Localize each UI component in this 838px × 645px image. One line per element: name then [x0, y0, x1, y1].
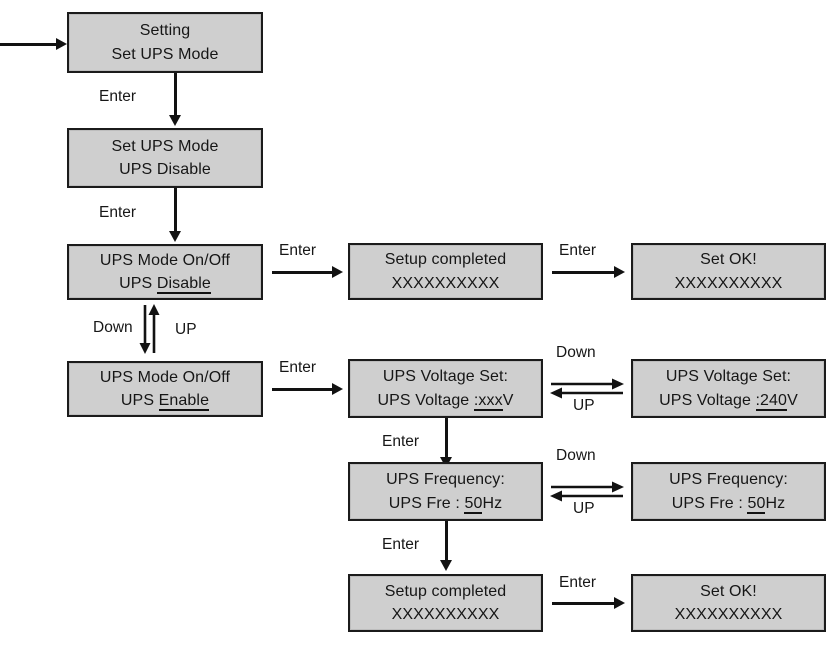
node-set-ok-1[interactable]: Set OK! XXXXXXXXXX — [631, 243, 826, 300]
node-set-ok-2-line1: Set OK! — [700, 582, 757, 600]
entry-arrow-line — [0, 43, 62, 46]
node-setting-line1: Setting — [139, 22, 191, 40]
node-ups-voltage-set-240-line1: UPS Voltage Set: — [665, 368, 792, 386]
underlined-value: Disable — [156, 275, 211, 294]
edge-label-up-frequency: UP — [573, 500, 595, 517]
enter-5-arrowhead — [614, 266, 625, 278]
node-set-ok-1-line2: XXXXXXXXXX — [674, 274, 783, 292]
node-ups-frequency-right-line1: UPS Frequency: — [669, 471, 788, 489]
node-setup-completed-2-line1: Setup completed — [384, 582, 507, 600]
enter-4-arrowhead — [332, 383, 343, 395]
node-ups-mode-onoff-disable-line2: UPS Disable — [119, 272, 211, 295]
underlined-value: 50 — [464, 494, 483, 514]
edge-label-enter-6: Enter — [382, 433, 420, 450]
enter-2-arrowhead — [169, 231, 181, 242]
enter-8-line — [552, 602, 620, 605]
prefix: UPS Voltage — [377, 391, 474, 409]
prefix: UPS Fre : — [388, 494, 465, 512]
node-set-ok-2-line2: XXXXXXXXXX — [674, 606, 783, 623]
prefix: UPS Voltage — [659, 391, 756, 409]
node-set-ups-mode-line1: Set UPS Mode — [111, 137, 219, 155]
entry-arrow-head — [56, 38, 67, 50]
edge-label-enter-4: Enter — [279, 359, 317, 376]
underlined-value: :240 — [755, 391, 788, 411]
edge-label-enter-3: Enter — [279, 242, 317, 259]
enter-8-arrowhead — [614, 597, 625, 609]
node-set-ok-1-line1: Set OK! — [700, 251, 757, 269]
underlined-value: 50 — [747, 494, 766, 514]
node-ups-frequency-left-line2: UPS Fre : 50Hz — [389, 492, 502, 515]
node-ups-mode-onoff-disable[interactable]: UPS Mode On/Off UPS Disable — [67, 244, 263, 300]
node-ups-frequency-left[interactable]: UPS Frequency: UPS Fre : 50Hz — [348, 462, 543, 521]
enter-7-arrowhead — [440, 560, 452, 571]
edge-label-up-voltage: UP — [573, 397, 595, 414]
node-ups-frequency-left-line1: UPS Frequency: — [386, 471, 505, 489]
node-setup-completed-1[interactable]: Setup completed XXXXXXXXXX — [348, 243, 543, 300]
node-set-ups-mode[interactable]: Set UPS Mode UPS Disable — [67, 128, 263, 188]
node-ups-voltage-set-240-line2: UPS Voltage :240V — [659, 389, 798, 412]
edge-label-down-voltage: Down — [556, 344, 596, 361]
node-setting-line2: Set UPS Mode — [111, 45, 219, 63]
edge-label-down-vertical: Down — [93, 319, 133, 336]
node-ups-frequency-right[interactable]: UPS Frequency: UPS Fre : 50Hz — [631, 462, 826, 521]
prefix: UPS Fre : — [671, 494, 748, 512]
suffix: V — [502, 391, 514, 409]
node-ups-mode-onoff-enable[interactable]: UPS Mode On/Off UPS Enable — [67, 361, 263, 417]
node-set-ups-mode-line2: UPS Disable — [119, 161, 211, 178]
edge-label-enter-7: Enter — [382, 536, 420, 553]
node-setup-completed-2[interactable]: Setup completed XXXXXXXXXX — [348, 574, 543, 632]
enter-3-line — [272, 271, 338, 274]
down-up-vertical-equilibrium-arrow — [130, 303, 170, 355]
suffix: Hz — [482, 494, 503, 512]
node-setup-completed-1-line1: Setup completed — [384, 251, 507, 269]
down-up-frequency-equilibrium-arrow — [549, 477, 625, 507]
underlined-value: :xxx — [473, 391, 503, 411]
prefix: UPS — [119, 275, 157, 292]
edge-label-up-vertical: UP — [175, 321, 197, 338]
enter-1-arrowhead — [169, 115, 181, 126]
node-ups-frequency-right-line2: UPS Fre : 50Hz — [672, 492, 785, 515]
enter-4-line — [272, 388, 338, 391]
node-ups-mode-onoff-enable-line2: UPS Enable — [120, 389, 210, 412]
node-setup-completed-1-line2: XXXXXXXXXX — [391, 274, 500, 292]
edge-label-down-frequency: Down — [556, 447, 596, 464]
prefix: UPS — [120, 392, 159, 409]
node-ups-mode-onoff-disable-line1: UPS Mode On/Off — [99, 251, 231, 269]
edge-label-enter-5: Enter — [559, 242, 597, 259]
enter-3-arrowhead — [332, 266, 343, 278]
suffix: Hz — [765, 494, 786, 512]
edge-label-enter-8: Enter — [559, 574, 597, 591]
edge-label-enter-1: Enter — [99, 88, 137, 105]
enter-1-line — [174, 73, 177, 117]
node-set-ok-2[interactable]: Set OK! XXXXXXXXXX — [631, 574, 826, 632]
node-ups-mode-onoff-enable-line1: UPS Mode On/Off — [99, 368, 231, 386]
node-ups-voltage-set-240[interactable]: UPS Voltage Set: UPS Voltage :240V — [631, 359, 826, 418]
suffix: V — [787, 391, 798, 409]
node-setup-completed-2-line2: XXXXXXXXXX — [391, 606, 500, 623]
underlined-value: Enable — [158, 392, 210, 411]
node-ups-voltage-set-xxx[interactable]: UPS Voltage Set: UPS Voltage :xxxV — [348, 359, 543, 418]
node-setting[interactable]: Setting Set UPS Mode — [67, 12, 263, 73]
enter-6-line — [445, 418, 448, 460]
down-up-voltage-equilibrium-arrow — [549, 374, 625, 404]
enter-2-line — [174, 188, 177, 233]
enter-5-line — [552, 271, 620, 274]
edge-label-enter-2: Enter — [99, 204, 137, 221]
enter-7-line — [445, 521, 448, 563]
node-ups-voltage-set-xxx-line1: UPS Voltage Set: — [382, 368, 509, 386]
node-ups-voltage-set-xxx-line2: UPS Voltage :xxxV — [377, 389, 513, 412]
